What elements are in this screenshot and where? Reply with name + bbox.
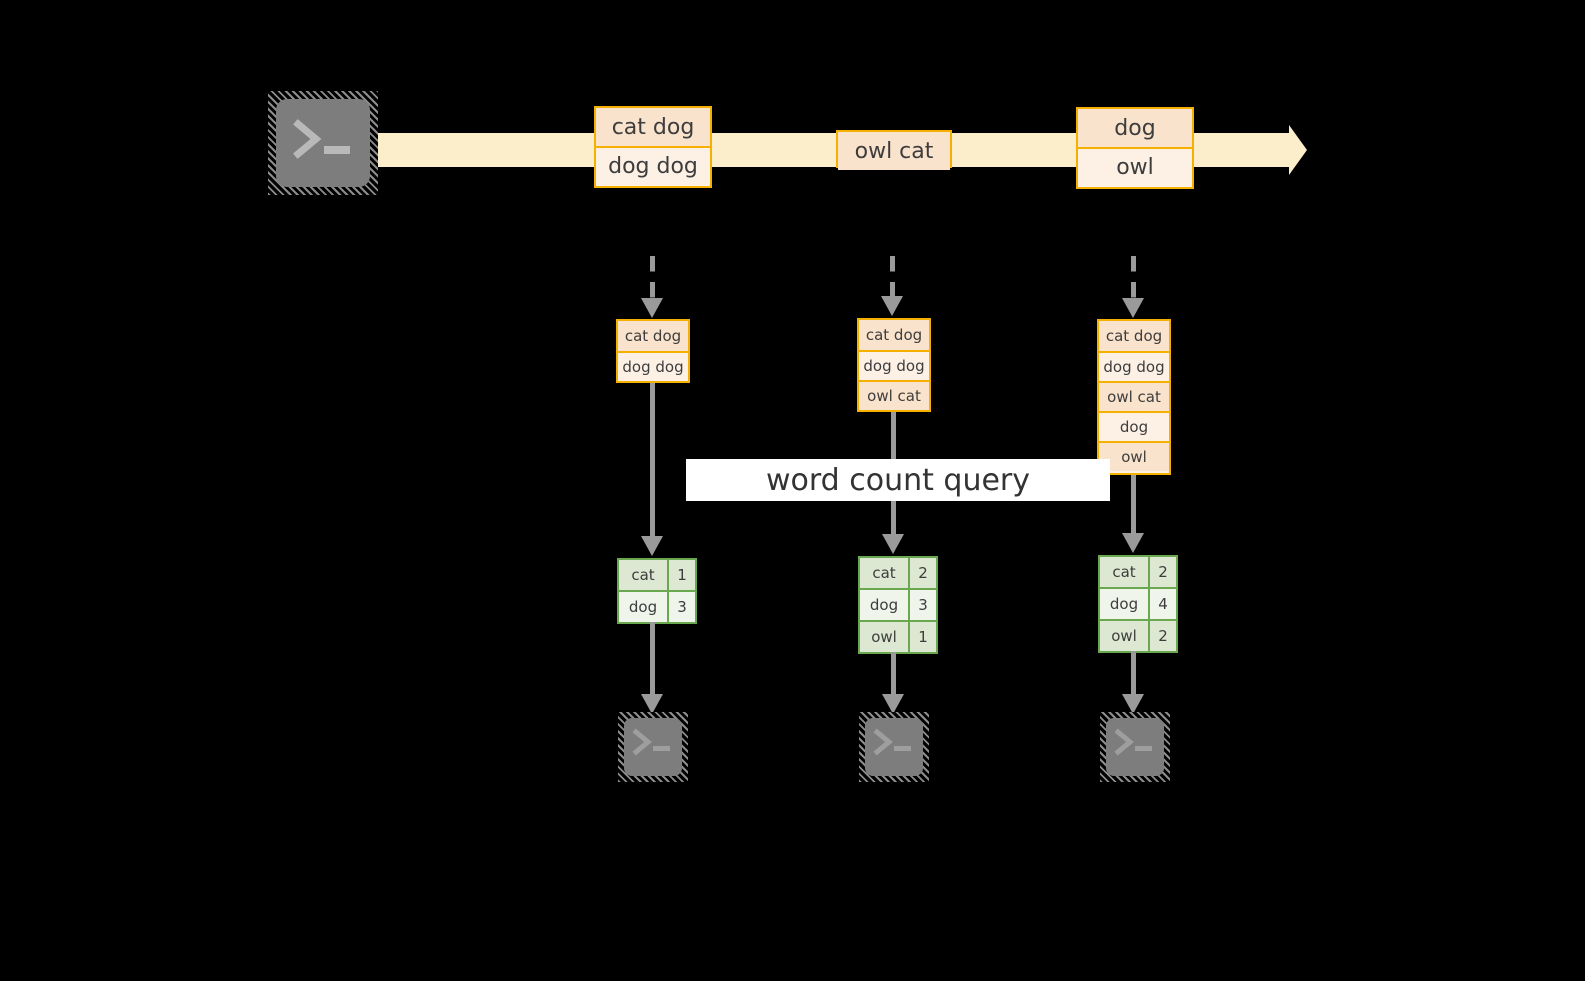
result-count: 1 — [667, 560, 695, 590]
result-count: 2 — [908, 558, 936, 588]
stage-1-sink-terminal-icon[interactable] — [618, 712, 688, 782]
stage-1-query-arrowhead — [641, 536, 663, 556]
query-label: word count query — [765, 462, 1031, 498]
stream-message-1[interactable]: cat dog dog dog — [594, 106, 712, 188]
result-count: 1 — [908, 622, 936, 652]
stage-2-output-arrowhead — [882, 694, 904, 714]
terminal-prompt-glyph — [1114, 728, 1152, 756]
buffer-line: cat dog — [1099, 321, 1169, 351]
source-terminal-icon[interactable] — [268, 91, 378, 195]
stage-1-result-table[interactable]: cat 1 dog 3 — [617, 558, 697, 624]
stream-arrowhead — [1289, 125, 1307, 175]
stream-message-line: cat dog — [596, 108, 710, 146]
stream-message-line: dog dog — [596, 146, 710, 184]
stage-1-output-arrowhead — [641, 694, 663, 714]
stage-1-query-line — [650, 383, 655, 538]
terminal-prompt-glyph — [632, 728, 670, 756]
stage-1-input-buffer[interactable]: cat dog dog dog — [616, 319, 690, 383]
terminal-body — [276, 99, 370, 187]
result-row: cat 2 — [860, 558, 936, 588]
stream-message-line: dog — [1078, 109, 1192, 147]
stream-message-line: owl cat — [838, 132, 950, 170]
buffer-line: cat dog — [859, 320, 929, 350]
stage-1-ingest-arrowhead — [641, 298, 663, 318]
terminal-prompt-glyph — [873, 728, 911, 756]
result-word: owl — [860, 622, 908, 652]
stage-3-output-arrowhead — [1122, 694, 1144, 714]
stage-3-ingest-arrowhead — [1122, 298, 1144, 318]
stage-3-input-buffer[interactable]: cat dog dog dog owl cat dog owl — [1097, 319, 1171, 475]
stream-message-3[interactable]: dog owl — [1076, 107, 1194, 189]
result-word: owl — [1100, 621, 1148, 651]
stage-2-sink-terminal-icon[interactable] — [859, 712, 929, 782]
buffer-line: owl — [1099, 441, 1169, 471]
buffer-line: dog dog — [618, 351, 688, 381]
buffer-line: owl cat — [859, 380, 929, 410]
result-word: dog — [619, 592, 667, 622]
result-row: cat 1 — [619, 560, 695, 590]
result-row: owl 2 — [1100, 619, 1176, 651]
stream-message-line: owl — [1078, 147, 1192, 185]
stage-1-output-line — [650, 622, 655, 696]
result-count: 3 — [667, 592, 695, 622]
stage-2-output-line — [891, 652, 896, 696]
stage-2-query-arrowhead — [882, 534, 904, 554]
buffer-line: cat dog — [618, 321, 688, 351]
buffer-line: dog dog — [859, 350, 929, 380]
result-row: cat 2 — [1100, 557, 1176, 587]
result-count: 2 — [1148, 557, 1176, 587]
stage-1-ingest-line — [650, 256, 655, 302]
result-word: dog — [860, 590, 908, 620]
stream-message-2[interactable]: owl cat — [836, 130, 952, 170]
result-word: cat — [619, 560, 667, 590]
result-count: 2 — [1148, 621, 1176, 651]
stage-3-query-arrowhead — [1122, 533, 1144, 553]
result-word: dog — [1100, 589, 1148, 619]
stage-3-ingest-line — [1131, 256, 1136, 302]
stage-3-output-line — [1131, 651, 1136, 696]
result-count: 3 — [908, 590, 936, 620]
result-count: 4 — [1148, 589, 1176, 619]
buffer-line: owl cat — [1099, 381, 1169, 411]
result-word: cat — [860, 558, 908, 588]
stage-3-query-line — [1131, 475, 1136, 535]
stage-2-ingest-line — [890, 256, 895, 300]
stage-2-result-table[interactable]: cat 2 dog 3 owl 1 — [858, 556, 938, 654]
stage-2-input-buffer[interactable]: cat dog dog dog owl cat — [857, 318, 931, 412]
stage-3-result-table[interactable]: cat 2 dog 4 owl 2 — [1098, 555, 1178, 653]
stage-3-sink-terminal-icon[interactable] — [1100, 712, 1170, 782]
query-banner: word count query — [686, 459, 1110, 501]
buffer-line: dog — [1099, 411, 1169, 441]
stage-2-ingest-arrowhead — [881, 296, 903, 316]
result-row: dog 3 — [619, 590, 695, 622]
result-row: owl 1 — [860, 620, 936, 652]
terminal-prompt-glyph — [293, 119, 350, 159]
buffer-line: dog dog — [1099, 351, 1169, 381]
result-word: cat — [1100, 557, 1148, 587]
result-row: dog 3 — [860, 588, 936, 620]
result-row: dog 4 — [1100, 587, 1176, 619]
